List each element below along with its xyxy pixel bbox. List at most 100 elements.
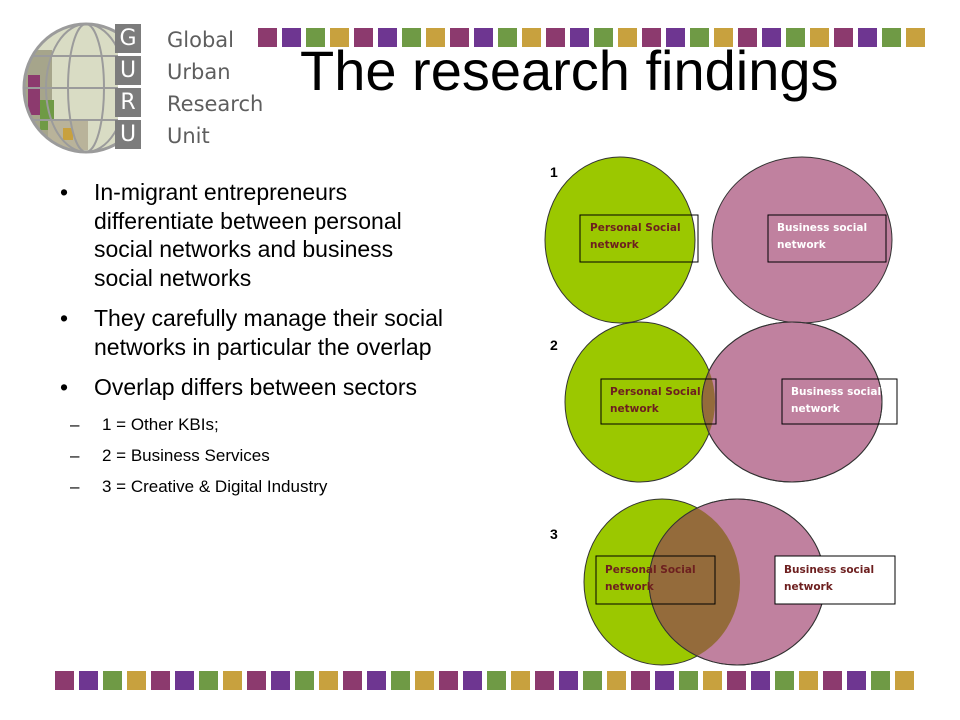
decorative-square — [474, 28, 493, 47]
business-label-line1: Business social — [784, 564, 874, 576]
personal-label-line2: network — [590, 239, 640, 251]
decorative-square — [151, 671, 170, 690]
decorative-square — [666, 28, 685, 47]
logo-word: Urban — [167, 60, 231, 84]
decorative-square — [858, 28, 877, 47]
decorative-square — [714, 28, 733, 47]
decorative-square — [679, 671, 698, 690]
business-label-box — [774, 555, 896, 605]
decorative-square — [306, 28, 325, 47]
decorative-square — [594, 28, 613, 47]
decorative-square — [895, 671, 914, 690]
sector-item: 2 = Business Services — [58, 445, 458, 467]
bullet-list: In-migrant entrepreneurs differentiate b… — [58, 178, 458, 507]
business-label-line2: network — [784, 581, 834, 593]
logo-letter: U — [115, 56, 141, 85]
decorative-square — [522, 28, 541, 47]
decorative-square — [103, 671, 122, 690]
personal-network-circle — [564, 321, 716, 483]
personal-label-box — [600, 378, 717, 425]
decorative-square — [703, 671, 722, 690]
decorative-square — [199, 671, 218, 690]
decorative-square — [738, 28, 757, 47]
decorative-square — [799, 671, 818, 690]
decorative-square — [439, 671, 458, 690]
decorative-square — [690, 28, 709, 47]
venn-diagram-panel: 1 Personal Social network Business socia… — [544, 156, 898, 666]
business-label-line2: network — [791, 403, 841, 415]
decorative-square — [810, 28, 829, 47]
logo-word: Global — [167, 28, 234, 52]
decorative-square — [343, 671, 362, 690]
venn-number: 3 — [550, 526, 558, 542]
logo-word: Research — [167, 92, 264, 116]
logo-letter: R — [115, 88, 141, 117]
personal-label-line1: Personal Social — [610, 386, 701, 398]
network-overlap-region — [649, 499, 740, 665]
decorative-square — [367, 671, 386, 690]
decorative-square — [463, 671, 482, 690]
business-label-line1: Business social — [777, 222, 867, 234]
decorative-square — [786, 28, 805, 47]
decorative-square — [762, 28, 781, 47]
decorative-square — [834, 28, 853, 47]
venn-number: 1 — [550, 164, 558, 180]
decorative-square — [402, 28, 421, 47]
decorative-square — [55, 671, 74, 690]
decorative-square — [247, 671, 266, 690]
globe-icon — [22, 22, 118, 154]
sector-list: 1 = Other KBIs; 2 = Business Services 3 … — [58, 414, 458, 498]
logo-word: Unit — [167, 124, 210, 148]
venn-number: 2 — [550, 337, 558, 353]
decorative-square — [655, 671, 674, 690]
business-label-line2: network — [777, 239, 827, 251]
decorative-square — [79, 671, 98, 690]
venn-row-1: 1 Personal Social network Business socia… — [544, 156, 893, 324]
logo-letter: G — [115, 24, 141, 53]
decorative-square — [271, 671, 290, 690]
decorative-square — [882, 28, 901, 47]
personal-label-box — [595, 555, 716, 605]
venn-row-3: 3 Personal Social network Business socia… — [550, 498, 896, 666]
venn-row-2: 2 Personal Social network Business socia… — [550, 321, 898, 483]
personal-label-line1: Personal Social — [605, 564, 696, 576]
decorative-square — [319, 671, 338, 690]
decorative-square — [583, 671, 602, 690]
decorative-square-strip-bottom — [55, 671, 919, 690]
decorative-square — [751, 671, 770, 690]
decorative-square — [426, 28, 445, 47]
decorative-square — [727, 671, 746, 690]
personal-network-circle — [544, 156, 696, 324]
decorative-square — [546, 28, 565, 47]
personal-label-box — [579, 214, 699, 263]
decorative-square — [391, 671, 410, 690]
decorative-square — [498, 28, 517, 47]
decorative-square — [535, 671, 554, 690]
business-label-line1: Business social — [791, 386, 881, 398]
personal-label-line2: network — [605, 581, 655, 593]
decorative-square — [415, 671, 434, 690]
decorative-square — [823, 671, 842, 690]
page-title: The research findings — [300, 39, 839, 102]
guru-logo: G U R U Global Urban Research Unit — [10, 18, 264, 158]
decorative-square — [330, 28, 349, 47]
business-label-box — [767, 214, 887, 263]
decorative-square — [847, 671, 866, 690]
decorative-square — [631, 671, 650, 690]
bullet-item: In-migrant entrepreneurs differentiate b… — [58, 178, 458, 292]
sector-item: 1 = Other KBIs; — [58, 414, 458, 436]
decorative-square — [607, 671, 626, 690]
decorative-square — [559, 671, 578, 690]
decorative-square — [378, 28, 397, 47]
bullet-item: Overlap differs between sectors — [58, 373, 458, 402]
decorative-square — [775, 671, 794, 690]
personal-label-line1: Personal Social — [590, 222, 681, 234]
decorative-square — [354, 28, 373, 47]
decorative-square — [618, 28, 637, 47]
decorative-square — [223, 671, 242, 690]
sector-item: 3 = Creative & Digital Industry — [58, 476, 458, 498]
decorative-square — [175, 671, 194, 690]
personal-label-line2: network — [610, 403, 660, 415]
decorative-square — [487, 671, 506, 690]
decorative-square — [127, 671, 146, 690]
